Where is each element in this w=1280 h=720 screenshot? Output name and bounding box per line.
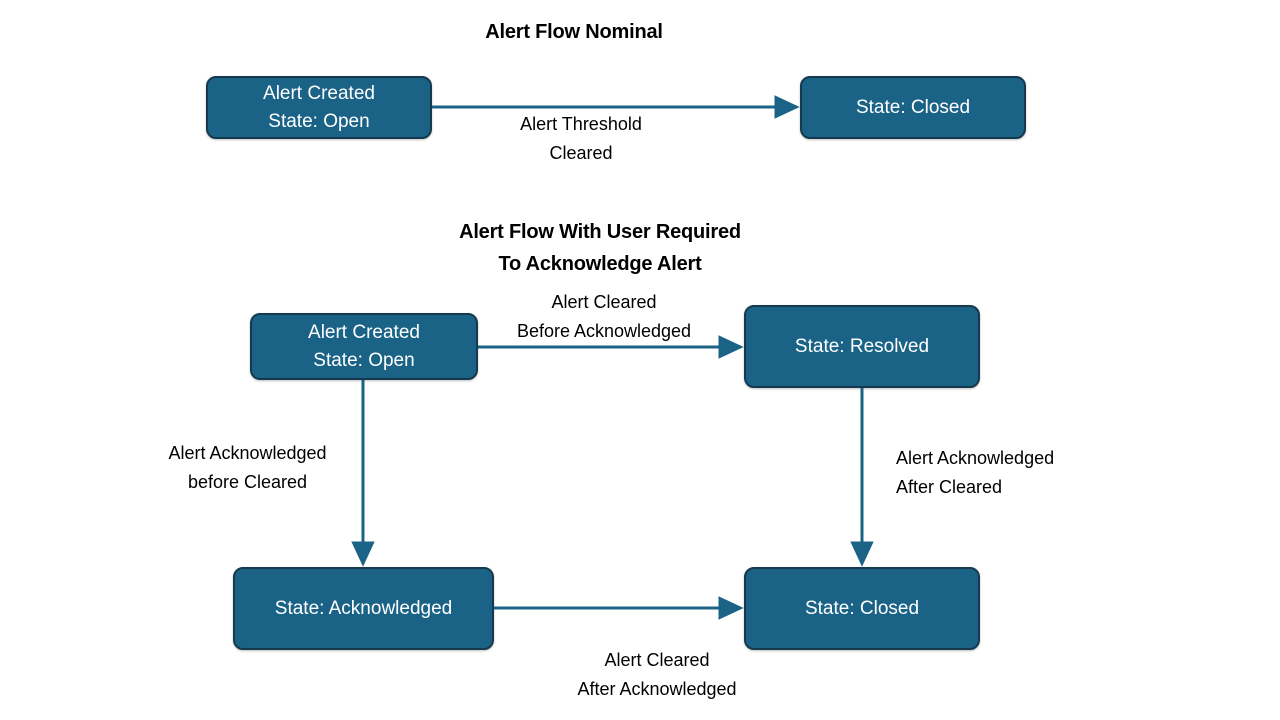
node-state-closed-nominal: State: Closed xyxy=(800,76,1026,139)
node-state-acknowledged: State: Acknowledged xyxy=(233,567,494,650)
edge-label-alert-threshold-cleared: Alert Threshold Cleared xyxy=(520,114,642,163)
section-title-nominal: Alert Flow Nominal xyxy=(485,21,663,43)
edge-label-alert-cleared-before-acknowledged: Alert Cleared Before Acknowledged xyxy=(516,292,692,341)
edge-label-alert-cleared-after-acknowledged: Alert Cleared After Acknowledged xyxy=(577,650,737,699)
node-state-closed-ack: State: Closed xyxy=(744,567,980,650)
node-alert-created-open-ack: Alert Created State: Open xyxy=(250,313,478,380)
node-state-resolved: State: Resolved xyxy=(744,305,980,388)
edge-label-alert-acknowledged-after-cleared: Alert Acknowledged After Cleared xyxy=(896,448,1055,497)
section-title-with-ack: Alert Flow With User Required To Acknowl… xyxy=(459,221,741,275)
edge-label-alert-acknowledged-before-cleared: Alert Acknowledged before Cleared xyxy=(168,443,327,492)
node-alert-created-open-nominal: Alert Created State: Open xyxy=(206,76,432,139)
